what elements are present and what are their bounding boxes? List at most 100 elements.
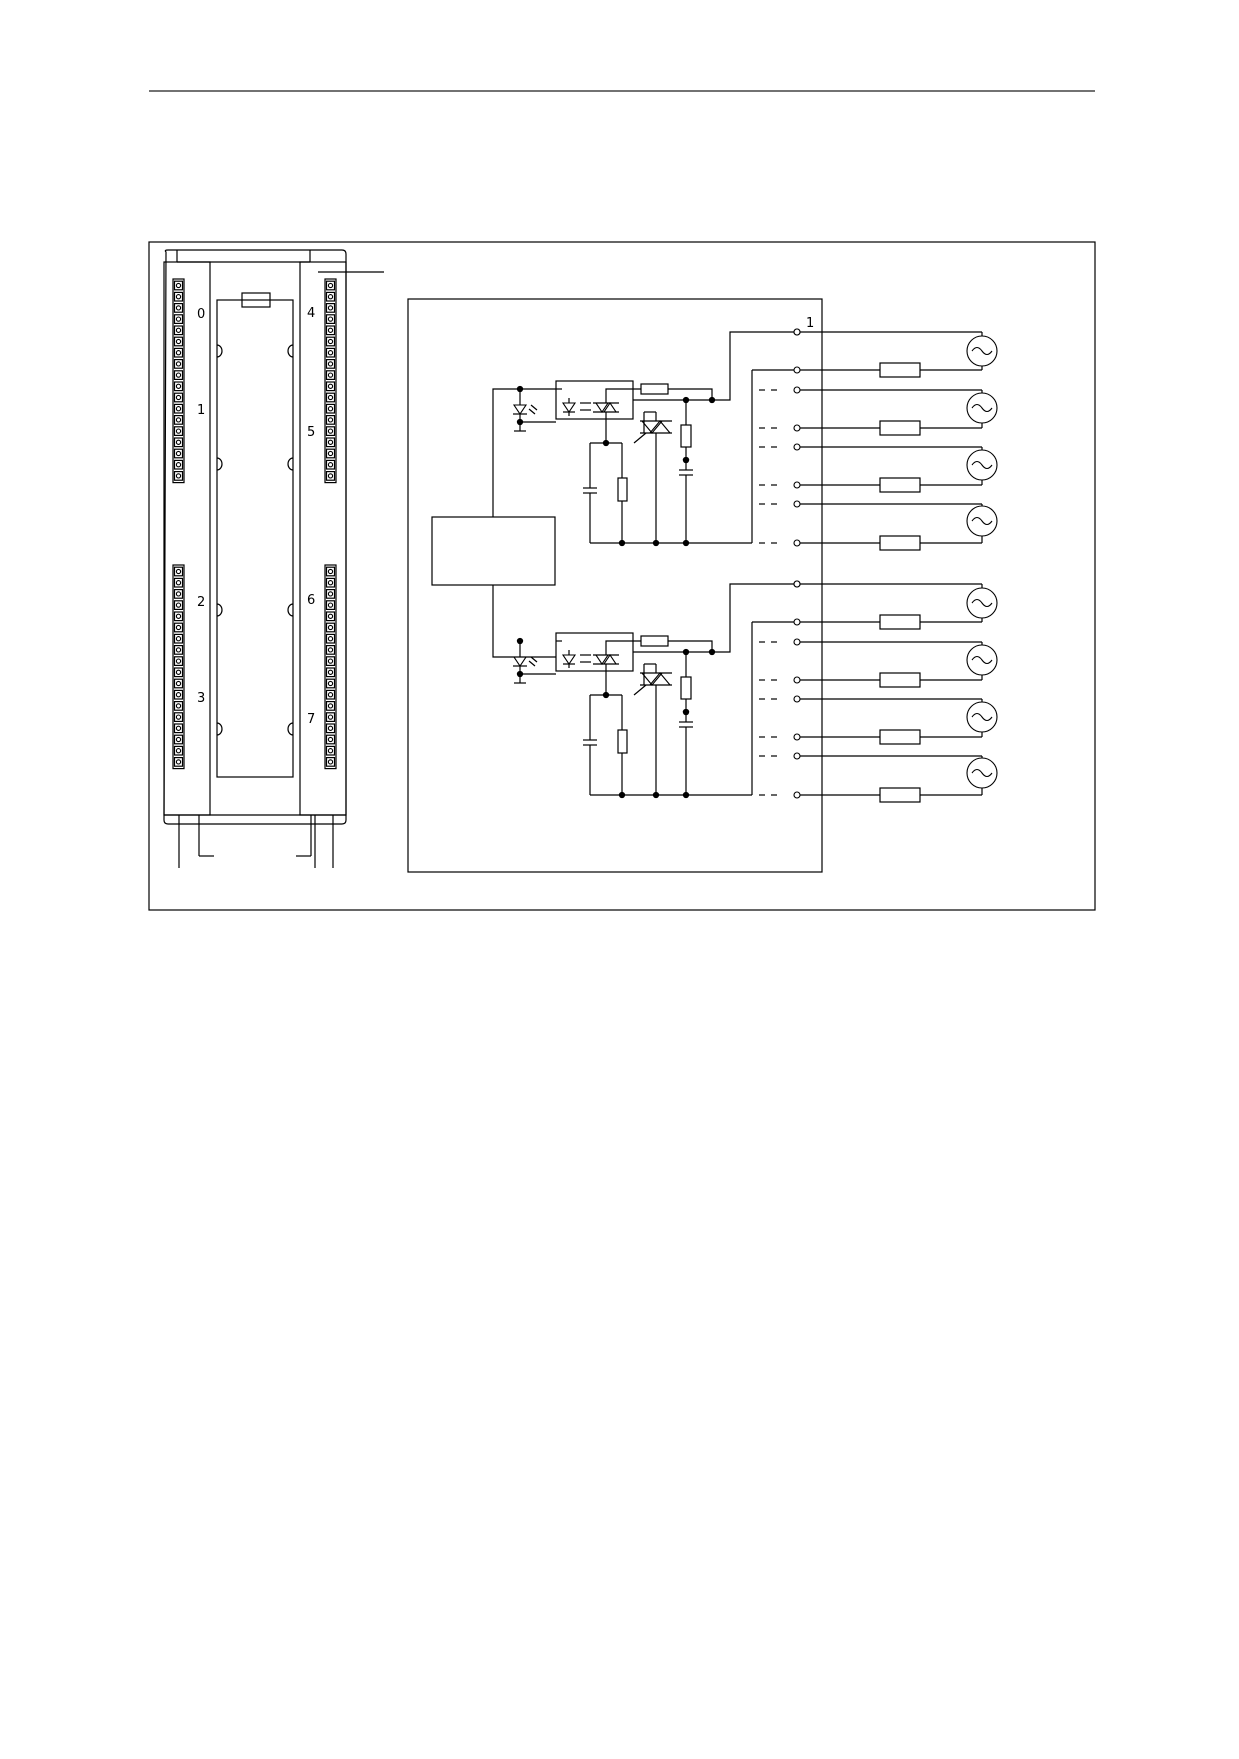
output-terminal xyxy=(793,695,801,703)
terminal-screw xyxy=(175,417,182,423)
terminal-screw xyxy=(327,338,334,345)
load-resistor xyxy=(879,477,921,493)
terminal-slot xyxy=(325,347,336,358)
terminal-screw xyxy=(175,580,182,586)
output-terminal xyxy=(793,443,801,451)
terminal-screw xyxy=(175,383,182,389)
terminal-screw xyxy=(327,294,334,300)
terminal-screw xyxy=(327,669,334,675)
terminal-screw xyxy=(327,450,334,457)
load-resistor xyxy=(879,535,921,551)
terminal-slot xyxy=(173,712,184,722)
terminal-slot xyxy=(173,448,184,459)
terminal-slot xyxy=(173,359,184,369)
terminal-slot xyxy=(325,723,336,734)
logic-block xyxy=(431,516,556,586)
terminal-screw xyxy=(175,759,182,765)
terminal-slot xyxy=(325,678,336,689)
terminal-screw xyxy=(175,748,182,754)
terminal-screw xyxy=(175,338,182,345)
output-terminal xyxy=(793,791,801,799)
terminal-slot xyxy=(173,381,184,392)
terminal-screw xyxy=(175,602,182,608)
terminal-screw xyxy=(327,316,334,322)
terminal-slot xyxy=(325,415,336,425)
terminal-screw xyxy=(327,383,334,389)
terminal-screw xyxy=(175,361,182,367)
output-terminal xyxy=(793,539,801,547)
terminal-slot xyxy=(173,437,184,448)
terminal-screw xyxy=(175,647,182,653)
terminal-screw xyxy=(327,591,334,597)
terminal-screw xyxy=(327,350,334,356)
terminal-slot xyxy=(325,325,336,336)
terminal-screw xyxy=(175,692,182,698)
terminal-screw xyxy=(175,450,182,457)
terminal-slot xyxy=(325,611,336,622)
opto-led xyxy=(561,654,577,665)
terminal-screw xyxy=(327,703,334,709)
optocoupler xyxy=(555,632,634,672)
terminal-slot xyxy=(325,471,336,481)
terminal-screw xyxy=(175,428,182,434)
terminal-slot xyxy=(325,700,336,711)
junction-dot xyxy=(682,456,690,464)
terminal-slot xyxy=(325,622,336,633)
terminal-slot xyxy=(325,745,336,756)
optocoupler xyxy=(555,380,634,420)
terminal-slot xyxy=(173,459,184,470)
channel-group-1 xyxy=(512,328,998,551)
terminal-screw xyxy=(327,613,334,619)
terminal-slot xyxy=(325,381,336,392)
terminal-slot xyxy=(325,734,336,745)
terminal-slot xyxy=(325,280,336,291)
ac-wave xyxy=(971,346,993,356)
terminal-slot xyxy=(173,577,184,588)
terminal-slot xyxy=(173,280,184,291)
terminal-screw xyxy=(327,580,334,586)
terminal-strip-body xyxy=(324,564,337,770)
terminal-strip-left-lower xyxy=(172,564,185,770)
output-terminal xyxy=(793,638,801,646)
terminal-strip-right-lower xyxy=(324,564,337,770)
terminal-screw xyxy=(175,703,182,709)
ac-wave xyxy=(971,516,993,526)
terminal-screw xyxy=(175,725,182,731)
terminal-screw xyxy=(327,748,334,754)
ac-wave xyxy=(971,460,993,470)
output-terminal xyxy=(793,676,801,684)
terminal-screw xyxy=(327,394,334,401)
terminal-slot xyxy=(173,336,184,347)
terminal-screw xyxy=(175,305,182,311)
terminal-slot xyxy=(325,633,336,644)
byte-label-3: 3 xyxy=(197,691,205,706)
terminal-screw xyxy=(327,372,334,378)
terminal-slot xyxy=(173,644,184,655)
byte-label-0: 0 xyxy=(197,307,205,322)
terminal-slot xyxy=(325,426,336,436)
terminal-slot xyxy=(325,392,336,403)
opto-led xyxy=(561,402,577,413)
terminal-slot xyxy=(173,392,184,403)
ac-wave xyxy=(971,712,993,722)
output-terminal xyxy=(793,580,801,588)
terminal-strip-body xyxy=(324,278,337,484)
terminal-screw xyxy=(175,680,182,687)
terminal-slot xyxy=(325,336,336,347)
terminal-screw xyxy=(327,602,334,608)
status-led xyxy=(512,656,528,667)
byte-label-7: 7 xyxy=(307,712,315,727)
output-terminal xyxy=(793,328,801,336)
varistor xyxy=(680,424,692,448)
terminal-slot xyxy=(173,678,184,689)
terminal-slot xyxy=(173,689,184,700)
output-terminal xyxy=(793,618,801,626)
terminal-slot xyxy=(325,588,336,599)
terminal-slot xyxy=(173,723,184,734)
terminal-slot xyxy=(325,459,336,470)
status-led xyxy=(512,404,528,415)
terminal-screw xyxy=(175,462,182,468)
terminal-screw xyxy=(175,327,182,333)
varistor xyxy=(680,676,692,700)
terminal-slot xyxy=(325,448,336,459)
